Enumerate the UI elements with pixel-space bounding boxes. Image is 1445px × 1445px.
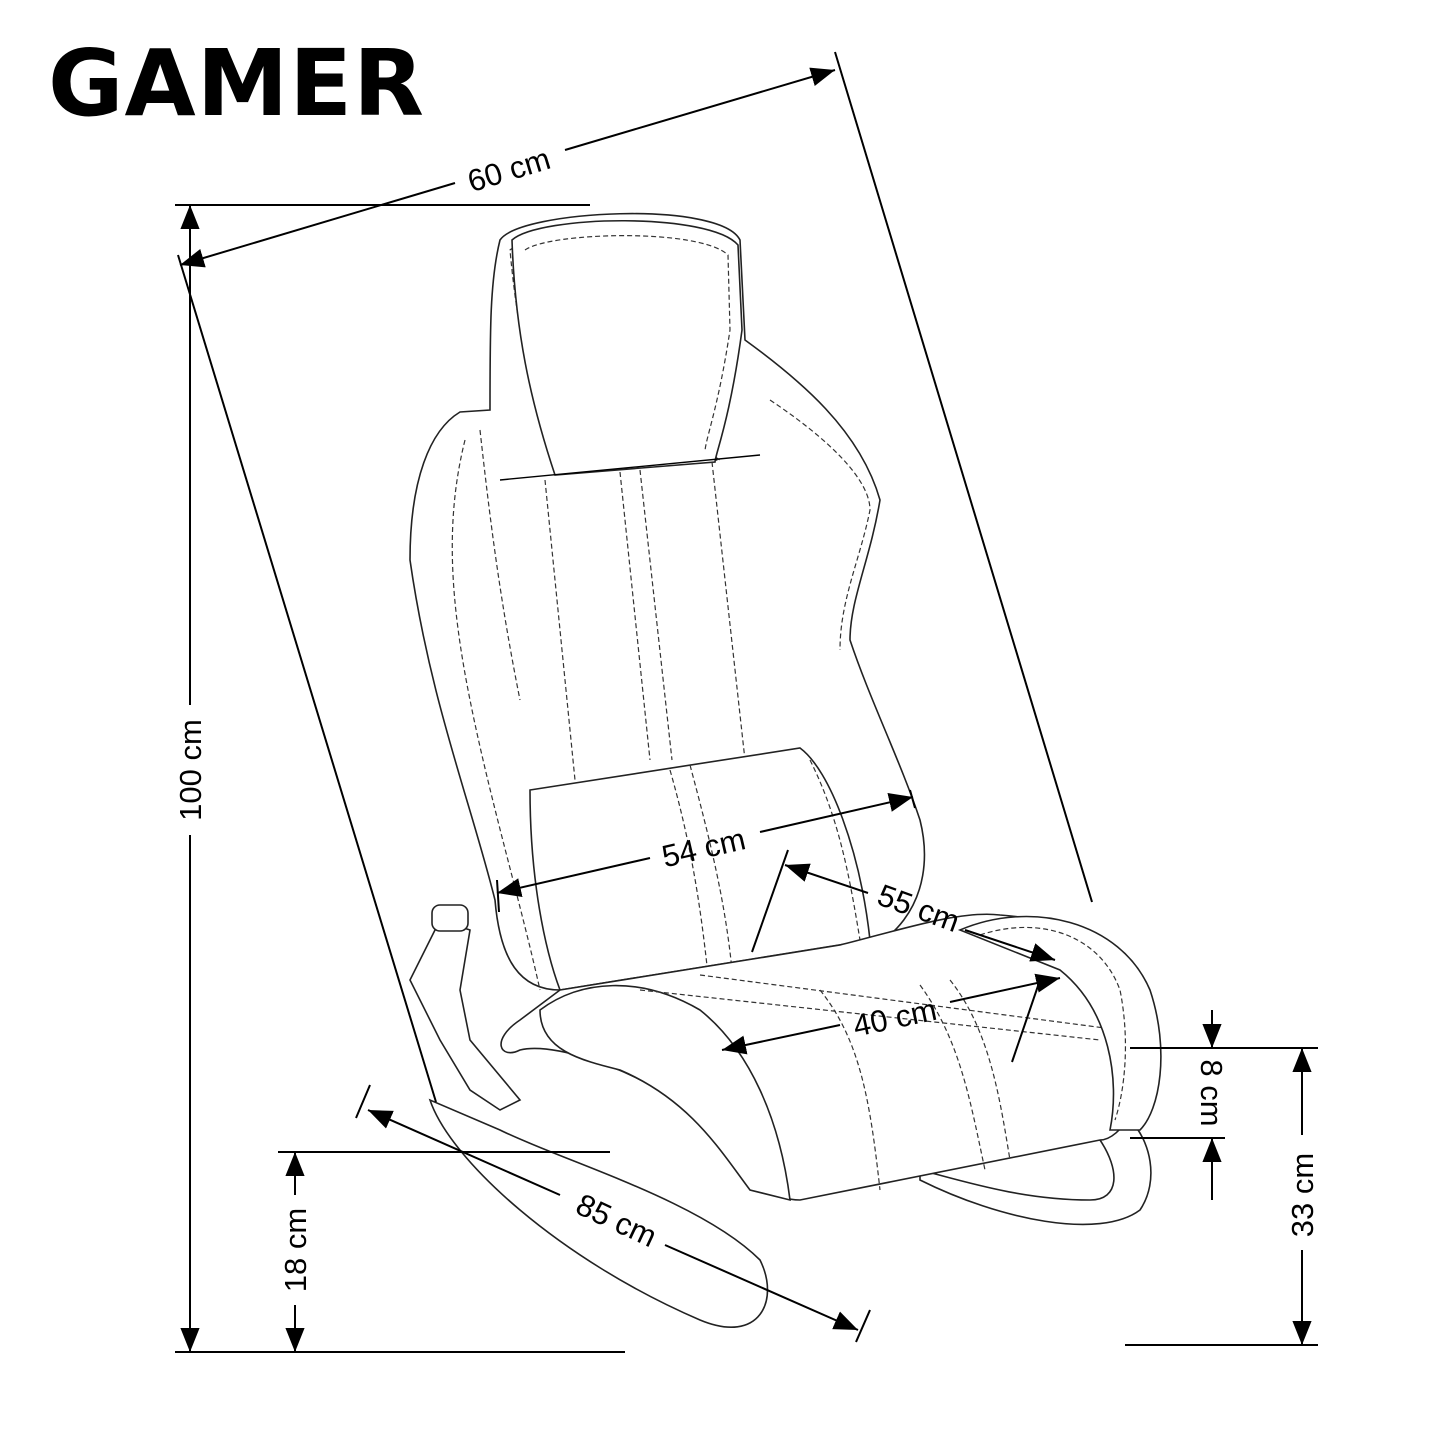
chair-illustration [409,212,1162,1328]
headrest [511,219,743,476]
height-label: 100 cm [173,719,208,821]
extension-line [177,254,437,1103]
dimension-base-height: 18 cm [278,1152,313,1352]
extension-line [1011,979,1041,1063]
pivot-knob [431,904,469,932]
extension-line [355,1084,371,1119]
rocker-left [428,1098,769,1328]
product-title: GAMER [48,30,425,137]
seat-height-label: 33 cm [1285,1153,1320,1237]
dimension-height: 100 cm [173,205,208,1352]
seat [500,913,1143,1201]
side-frame [409,919,522,1111]
dimension-seat-height: 33 cm [1285,1048,1320,1345]
base-height-label: 18 cm [278,1208,313,1292]
dimension-seat-thickness: 8 cm [1194,1010,1229,1200]
extension-line [751,849,789,953]
extension-line [855,1309,871,1343]
extension-line [834,51,1093,903]
seat-thickness-label: 8 cm [1194,1059,1229,1126]
width-label: 60 cm [463,141,554,199]
